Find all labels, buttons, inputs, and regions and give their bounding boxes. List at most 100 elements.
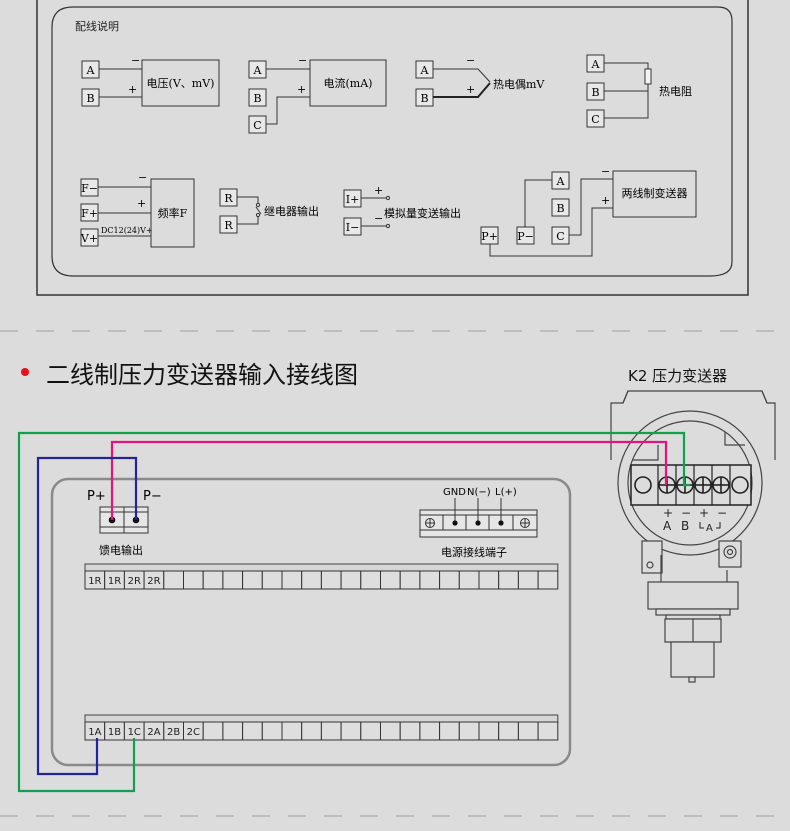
terminal-letter: A xyxy=(663,519,672,533)
feed-caption: 馈电输出 xyxy=(99,543,143,557)
terminal-cell xyxy=(301,721,322,741)
terminal-screw-icon xyxy=(452,520,458,526)
terminal-cell xyxy=(301,570,322,590)
power-terminal-block xyxy=(419,498,538,538)
terminal-cell xyxy=(439,570,460,590)
meter-outline xyxy=(50,477,572,767)
terminal-cell xyxy=(261,721,283,741)
terminal-cell xyxy=(340,570,362,590)
plus-sign: + xyxy=(601,194,610,207)
terminal-cell xyxy=(222,570,244,590)
feed-minus-label: P− xyxy=(143,489,162,504)
terminal-cell xyxy=(478,570,500,590)
minus-sign: − xyxy=(374,212,383,225)
section-title: 二线制压力变送器输入接线图 xyxy=(46,361,358,389)
bracket-letter: A xyxy=(706,523,713,534)
terminal-label: I+ xyxy=(346,193,360,206)
terminal-mark: + xyxy=(663,506,673,520)
two-wire-diagram: A B C P+ P− − + 两线制变送器 xyxy=(480,165,697,257)
terminal-cell xyxy=(537,721,559,741)
terminal-cell xyxy=(202,570,224,590)
wire-green xyxy=(17,431,690,793)
plus-sign: + xyxy=(137,197,146,210)
mount-hole-icon xyxy=(634,476,652,494)
terminal-cell xyxy=(281,570,303,590)
terminal-cell xyxy=(419,570,441,590)
mount-hole-icon xyxy=(731,476,749,494)
terminal-cell xyxy=(439,721,460,741)
terminal-cell xyxy=(183,570,204,590)
legend-outer-frame xyxy=(36,0,749,296)
terminal-cell xyxy=(242,570,263,590)
current-diagram: A B C − + 电流(mA) xyxy=(248,54,387,134)
terminal-cell xyxy=(517,721,539,741)
terminal-cell xyxy=(399,721,421,741)
terminal-mark: − xyxy=(717,506,727,520)
terminal-cell-label: 2B xyxy=(167,727,180,738)
terminal-cell xyxy=(320,721,342,741)
terminal-cell xyxy=(360,570,381,590)
transmitter-housing xyxy=(610,390,776,460)
terminal-cell-label: 1A xyxy=(88,727,101,738)
terminal-label: R xyxy=(224,192,233,205)
terminal-cell xyxy=(498,570,519,590)
wire-pink xyxy=(110,440,668,520)
terminal-cell xyxy=(399,570,421,590)
terminal-cell xyxy=(320,570,342,590)
terminal-cell-label: 2A xyxy=(147,727,160,738)
terminal-label: B xyxy=(591,86,599,99)
power-gnd-label: GND xyxy=(443,487,466,498)
terminal-cell-label: 1R xyxy=(88,576,101,587)
plus-sign: + xyxy=(466,83,475,96)
terminal-mark: − xyxy=(681,506,691,520)
device-label: 模拟量变送输出 xyxy=(384,206,461,220)
plus-sign: + xyxy=(374,184,383,197)
frequency-diagram: F− F+ V+ − + DC12(24)V+ 频率F xyxy=(80,171,195,248)
terminal-row-rail xyxy=(84,563,559,572)
device-title: K2 压力变送器 xyxy=(628,367,727,385)
minus-sign: − xyxy=(131,54,140,67)
terminal-cell xyxy=(222,721,244,741)
voltage-diagram: A B − + 电压(V、mV) xyxy=(81,54,220,107)
power-n-label: N(−) xyxy=(467,487,491,498)
terminal-mark: + xyxy=(699,506,709,520)
terminal-cell xyxy=(498,721,519,741)
terminal-row-rail xyxy=(84,714,559,723)
terminal-label: B xyxy=(420,92,428,105)
pressure-transmitter xyxy=(610,390,776,683)
feed-terminal-block xyxy=(99,506,149,534)
plus-sign: + xyxy=(128,83,137,96)
terminal-label: A xyxy=(420,64,430,77)
terminal-cell xyxy=(360,721,381,741)
minus-sign: − xyxy=(601,165,610,178)
terminal-cell xyxy=(380,721,401,741)
minus-sign: − xyxy=(298,54,307,67)
terminal-label: A xyxy=(556,175,566,188)
terminal-label: C xyxy=(556,230,564,243)
device-label: 电压(V、mV) xyxy=(147,77,215,90)
transmitter-terminal-labels: + − + − A B A xyxy=(663,506,727,534)
terminal-label: B xyxy=(253,92,261,105)
terminal-label: I− xyxy=(346,221,360,234)
supply-label: DC12(24)V+ xyxy=(101,226,153,235)
terminal-cell xyxy=(478,721,500,741)
rtd-diagram: A B C 热电阻 xyxy=(586,54,692,128)
terminal-screw-icon xyxy=(475,520,481,526)
minus-sign: − xyxy=(466,54,475,67)
thermocouple-diagram: A B − + 热电偶mV xyxy=(415,54,545,107)
meter-body: P+ P− 馈电输出 GND N(−) L(+) xyxy=(50,477,572,767)
terminal-cell xyxy=(458,570,480,590)
terminal-screw-icon xyxy=(498,520,504,526)
device-label: 热电偶mV xyxy=(493,78,545,91)
terminal-label: P− xyxy=(517,230,534,243)
device-label: 继电器输出 xyxy=(264,204,319,218)
terminal-label: B xyxy=(556,202,564,215)
terminal-cell xyxy=(340,721,362,741)
terminal-cell xyxy=(517,570,539,590)
device-box xyxy=(141,59,220,107)
transmitter-port xyxy=(670,641,715,678)
terminal-label: P+ xyxy=(481,230,498,243)
terminal-cell xyxy=(537,570,559,590)
relay-diagram: R R 继电器输出 xyxy=(219,188,319,234)
